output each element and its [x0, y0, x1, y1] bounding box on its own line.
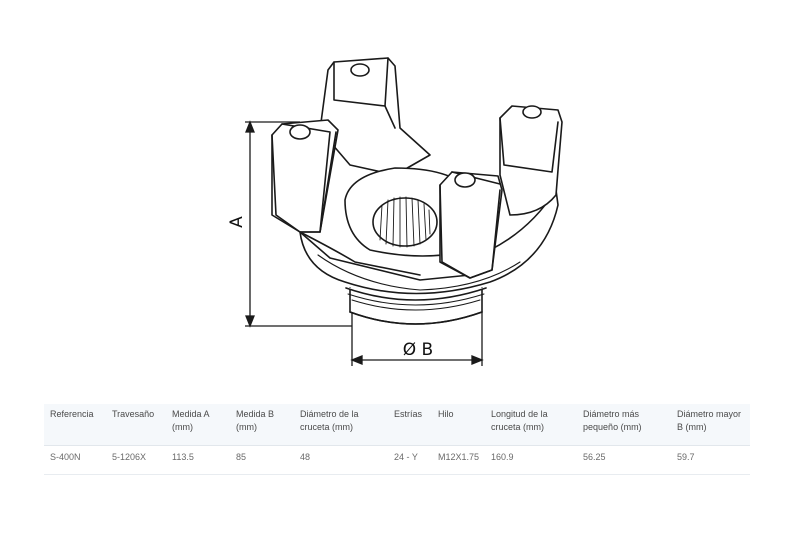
cell-travesano: 5-1206X [106, 445, 166, 475]
header-diametro-mayor: Diámetro mayor B (mm) [671, 404, 750, 446]
header-referencia: Referencia [44, 404, 106, 446]
header-longitud-cruceta: Longitud de la cruceta (mm) [485, 404, 578, 446]
cell-medida-b: 85 [230, 445, 294, 475]
right-back-ear [499, 105, 563, 216]
header-estrias: Estrías [388, 404, 432, 446]
header-medida-a: Medida A (mm) [166, 404, 230, 446]
cell-referencia: S-400N [44, 445, 106, 475]
left-front-ear [271, 119, 339, 233]
cell-diametro-pequeno: 56.25 [577, 445, 672, 475]
table-header-row: Referencia Travesaño Medida A (mm) Medid… [44, 404, 750, 446]
right-front-ear [439, 171, 503, 279]
header-diametro-cruceta: Diámetro de la cruceta (mm) [294, 404, 388, 446]
header-travesano: Travesaño [106, 404, 166, 446]
yoke-technical-drawing: A Ø B [227, 57, 563, 366]
cell-hilo: M12X1.75 [432, 445, 486, 475]
header-medida-b: Medida B (mm) [230, 404, 294, 446]
dimension-b-label: Ø B [403, 340, 433, 360]
table-row: S-400N 5-1206X 113.5 85 48 24 - Y M12X1.… [44, 445, 750, 475]
header-hilo: Hilo [432, 404, 486, 446]
specifications-table: Referencia Travesaño Medida A (mm) Medid… [44, 404, 750, 475]
cell-diametro-cruceta: 48 [294, 445, 388, 475]
cell-diametro-mayor: 59.7 [671, 445, 750, 475]
dimension-a-label: A [227, 216, 247, 228]
left-back-ear [319, 57, 431, 176]
cell-longitud-cruceta: 160.9 [485, 445, 578, 475]
header-diametro-pequeno: Diámetro más pequeño (mm) [577, 404, 672, 446]
cell-medida-a: 113.5 [166, 445, 230, 475]
cell-estrias: 24 - Y [388, 445, 432, 475]
yoke-body [299, 189, 559, 295]
spline-hole [372, 197, 438, 247]
